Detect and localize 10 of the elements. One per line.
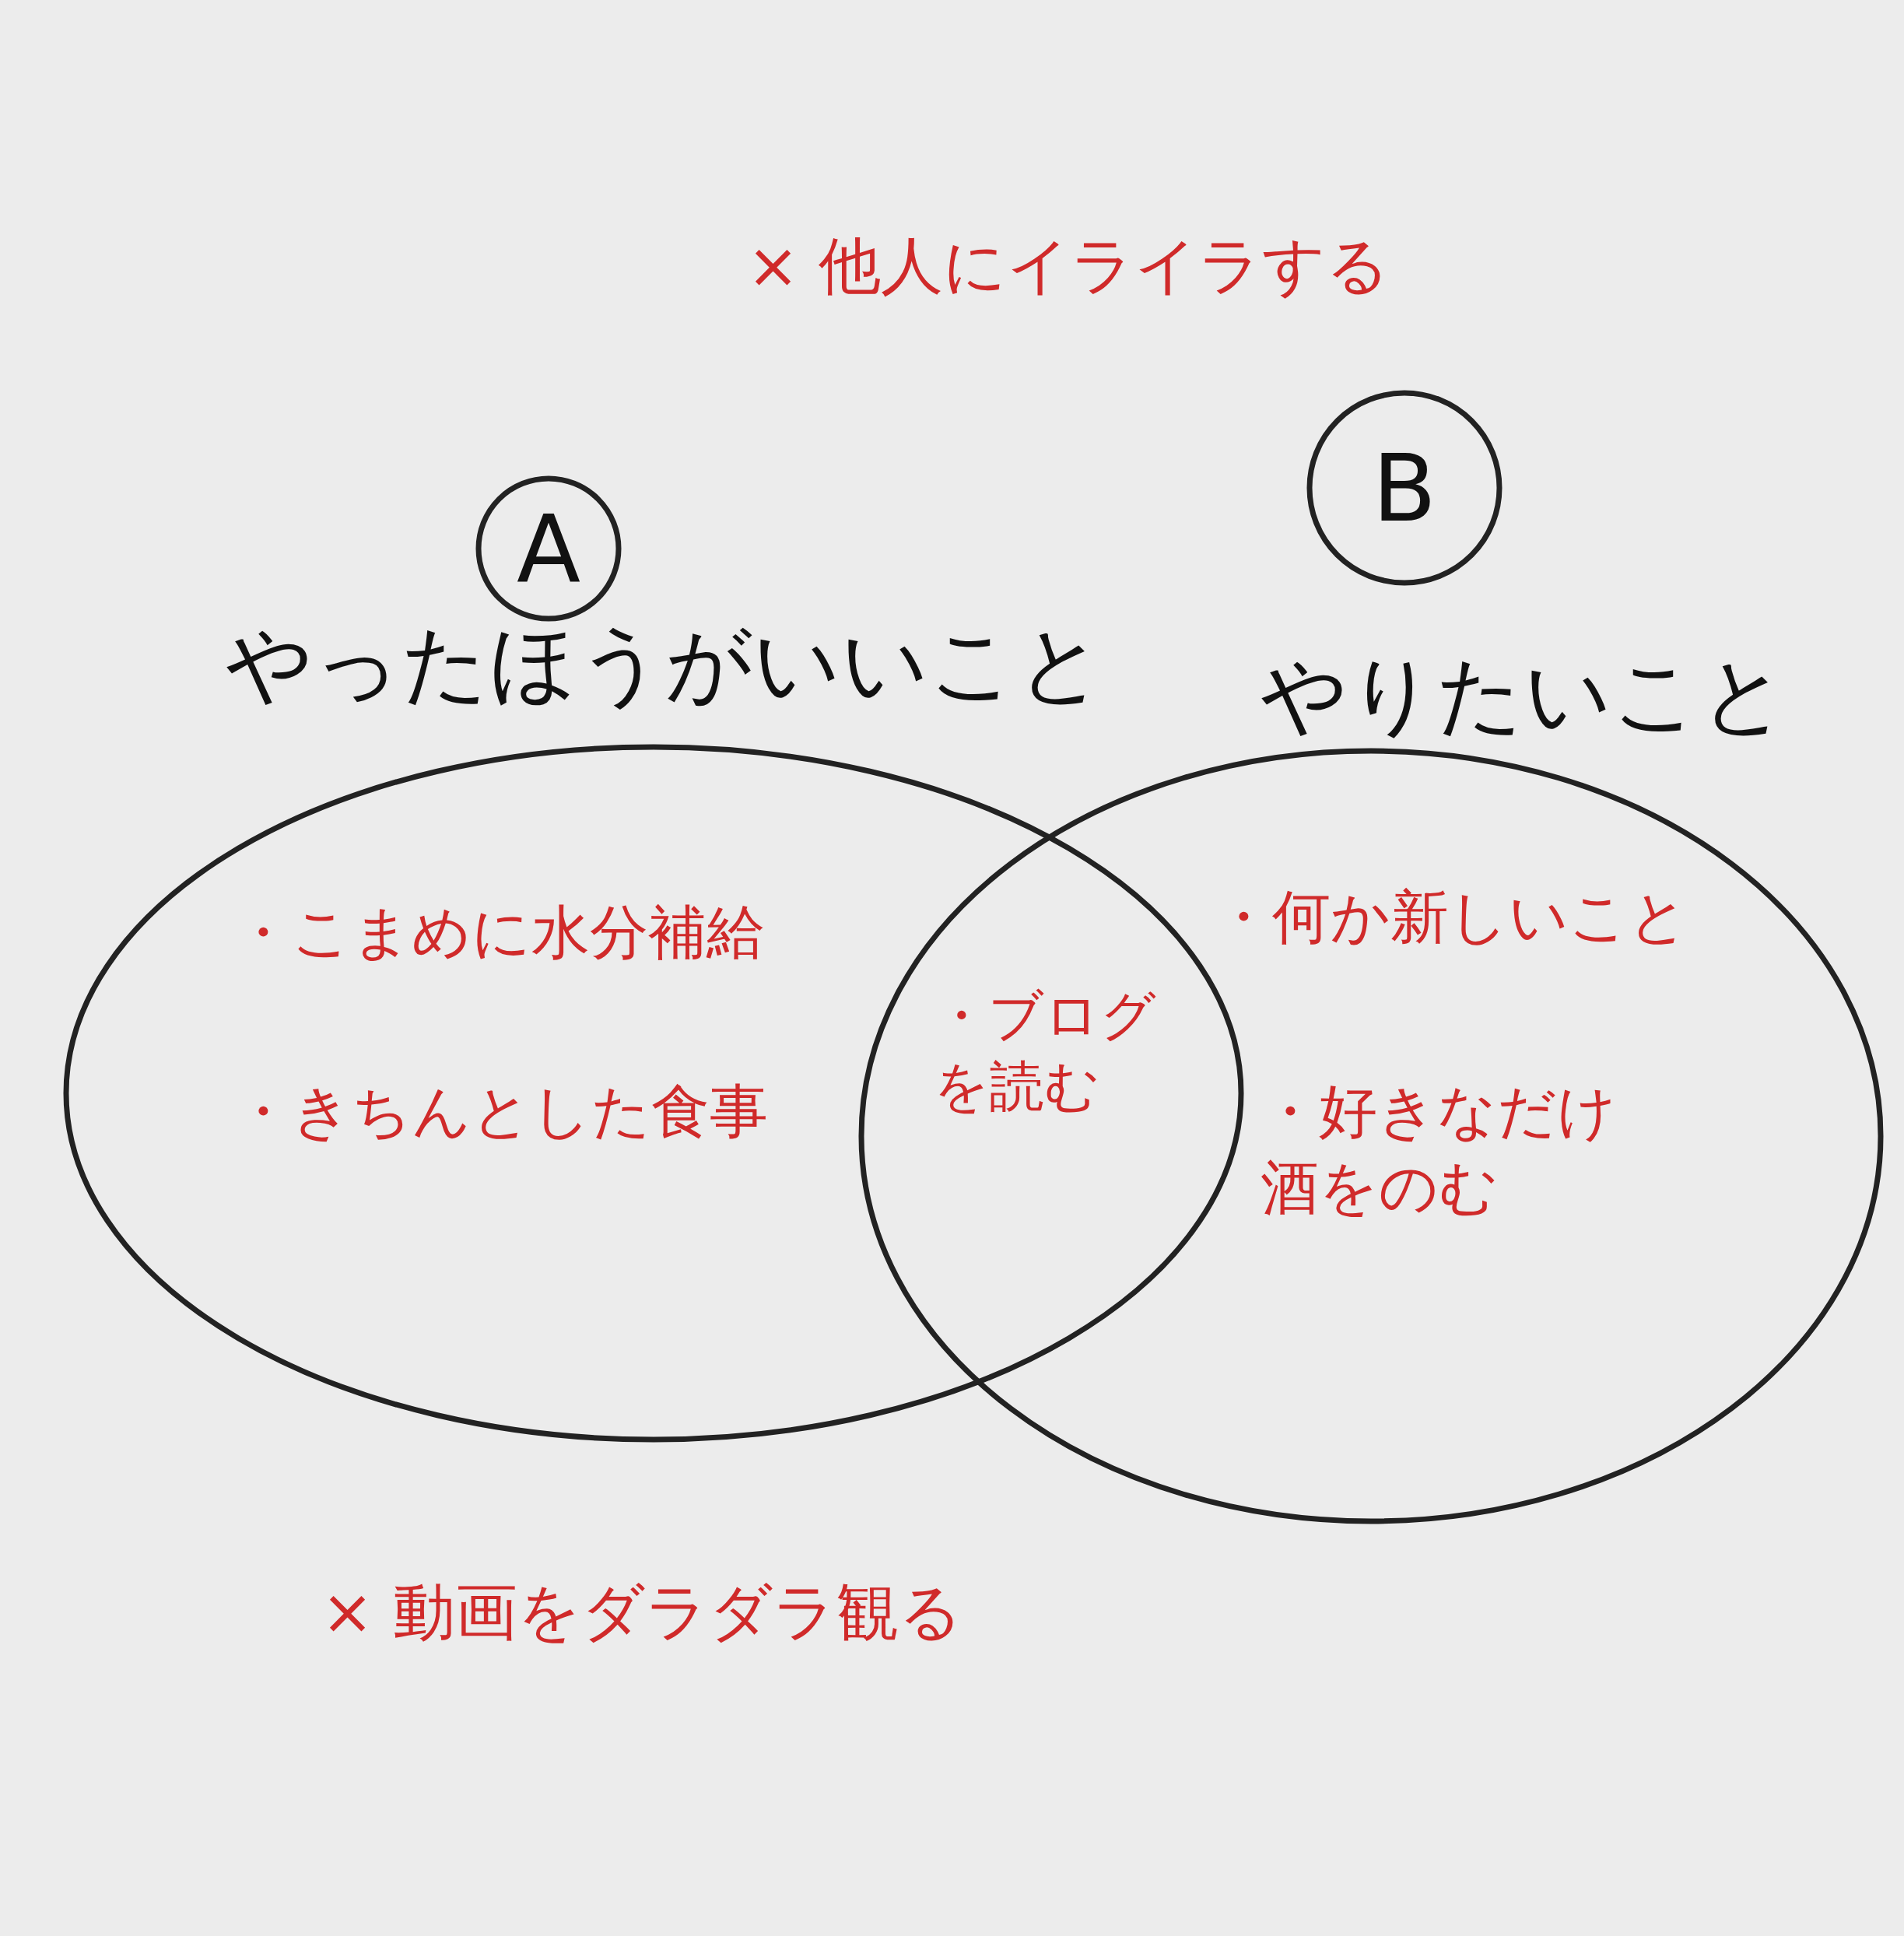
list-item: ・ブログを読む — [934, 983, 1157, 1120]
note-text: × 他人にイライラする — [747, 229, 1390, 303]
list-item: ・こまめに水分補給 — [233, 897, 765, 968]
list-item: ・好きなだけ酒をのむ — [1261, 1076, 1618, 1223]
note-text: × 動画をダラダラ観る — [321, 1575, 963, 1650]
circled-letter: B — [1306, 389, 1503, 587]
list-item: ・きちんとした食事 — [233, 1076, 768, 1147]
circled-letter: A — [475, 475, 622, 623]
set-heading: やりたいこと — [1261, 644, 1788, 746]
list-item: ・何か新しいこと — [1214, 882, 1688, 952]
